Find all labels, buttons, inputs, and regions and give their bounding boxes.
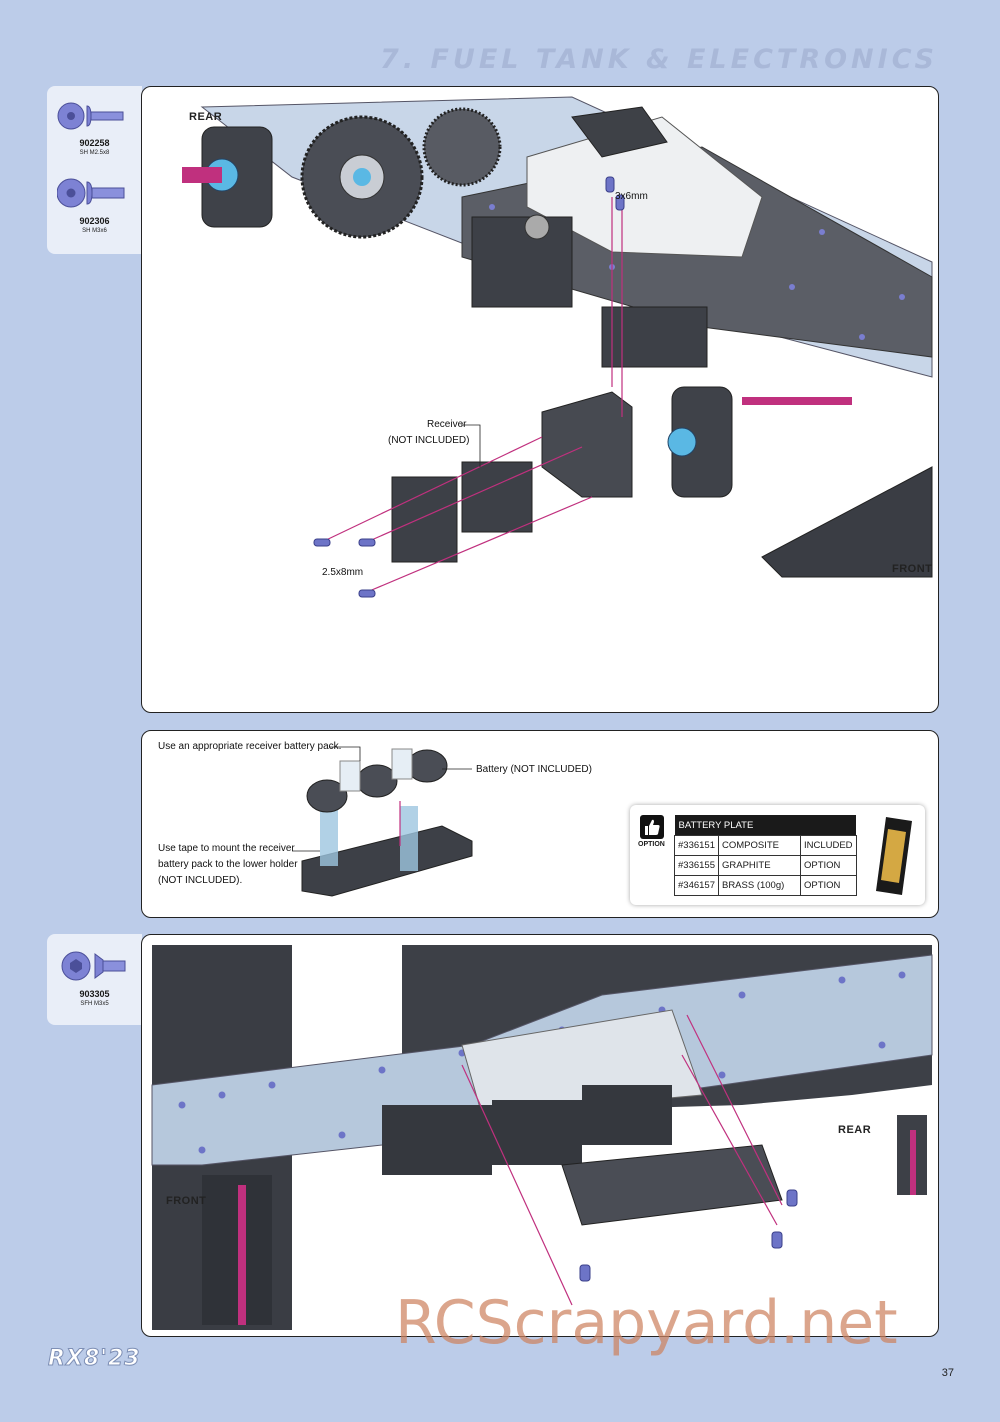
battery-illustration — [292, 746, 473, 897]
front-label: FRONT — [892, 563, 933, 575]
part-desc: SFH M3x5 — [80, 1001, 109, 1007]
table-row: #336155 GRAPHITE OPTION — [674, 855, 857, 876]
front-label: FRONT — [166, 1195, 207, 1207]
chassis-illustration — [182, 96, 933, 598]
note-tape-line-2: battery pack to the lower holder — [158, 859, 298, 870]
option-label: OPTION — [638, 841, 665, 848]
flat-head-screw-icon — [61, 951, 126, 981]
note-tape-line-3: (NOT INCLUDED). — [158, 875, 243, 886]
product-logo: RX8'23 — [48, 1346, 141, 1372]
step-1-panel: REAR FRONT 3x6mm Receiver (NOT INCLUDED)… — [141, 86, 939, 713]
receiver-label: Receiver — [427, 419, 467, 430]
chassis-underside-illustration — [151, 945, 933, 1330]
status: OPTION — [799, 855, 857, 876]
status: OPTION — [799, 875, 857, 896]
material: COMPOSITE — [717, 835, 801, 856]
part-code: 903305 — [79, 989, 110, 999]
table-row: #346157 BRASS (100g) OPTION — [674, 875, 857, 896]
part-number: #336155 — [674, 855, 719, 876]
material: BRASS (100g) — [717, 875, 801, 896]
parts-legend-bottom: 903305 SFH M3x5 — [47, 934, 142, 1025]
screw-size-label: 3x6mm — [615, 191, 648, 202]
rear-label: REAR — [838, 1124, 872, 1136]
option-battery-plate-card: OPTION BATTERY PLATE #336151 COMPOSITE I… — [630, 805, 925, 905]
step-3-panel: REAR FRONT — [141, 934, 939, 1337]
button-head-screw-icon — [57, 102, 124, 130]
receiver-note: (NOT INCLUDED) — [388, 435, 470, 446]
part-desc: SH M2.5x8 — [79, 150, 110, 156]
part-number: #346157 — [674, 875, 719, 896]
battery-label: Battery (NOT INCLUDED) — [476, 764, 592, 775]
watermark: RCScrapyard.net — [395, 1288, 898, 1358]
status: INCLUDED — [799, 835, 857, 856]
part-number: #336151 — [674, 835, 719, 856]
page-number: 37 — [941, 1367, 954, 1379]
part-code: 902306 — [79, 216, 110, 226]
note-battery-pack: Use an appropriate receiver battery pack… — [158, 741, 342, 752]
material: GRAPHITE — [717, 855, 801, 876]
option-table: BATTERY PLATE #336151 COMPOSITE INCLUDED… — [674, 815, 857, 896]
option-table-title: BATTERY PLATE — [674, 815, 857, 836]
button-head-screw-icon — [57, 178, 125, 208]
part-desc: SH M3x6 — [82, 228, 107, 234]
note-tape-line-1: Use tape to mount the receiver — [158, 843, 295, 854]
part-code: 902258 — [79, 138, 110, 148]
table-row: #336151 COMPOSITE INCLUDED — [674, 835, 857, 856]
rear-label: REAR — [189, 111, 223, 123]
thumbs-up-icon — [640, 815, 664, 839]
page-title: 7. FUEL TANK & ELECTRONICS — [380, 44, 938, 75]
screw-size-label: 2.5x8mm — [322, 567, 364, 578]
parts-legend-top: 902258 SH M2.5x8 902306 SH M3x6 — [47, 86, 142, 254]
battery-plate-image — [876, 817, 912, 895]
